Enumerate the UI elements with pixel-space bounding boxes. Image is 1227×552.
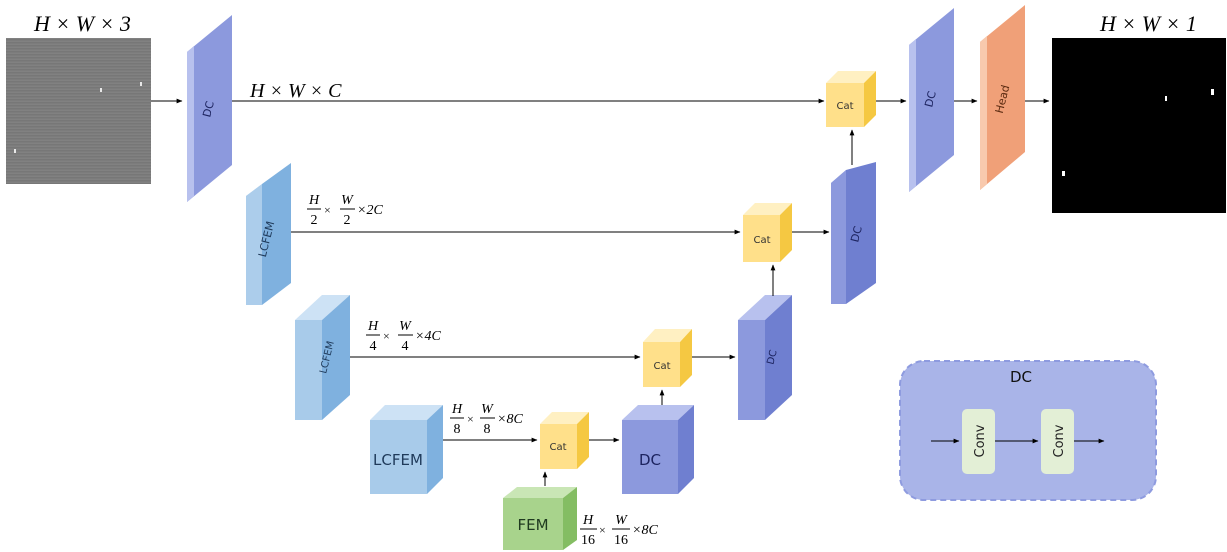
dim-denominator: 8 — [454, 422, 461, 437]
head-block: Head — [980, 5, 1025, 190]
dim-label-3: H 4 × W 4 ×4C — [366, 319, 441, 354]
dim-numerator: H — [582, 513, 594, 528]
times-sign: × — [467, 412, 474, 426]
lcfem-block-2: LCFEM — [295, 295, 350, 420]
output-image — [1052, 38, 1226, 213]
dim-denominator: 4 — [402, 339, 409, 354]
cat-block-3: Cat — [643, 329, 692, 387]
dim-tail: ×2C — [357, 203, 383, 218]
input-dim-label: H × W × 3 — [33, 11, 131, 36]
cat-block-1: Cat — [826, 71, 876, 127]
target-dot — [1165, 96, 1167, 101]
cat-label: Cat — [836, 101, 853, 112]
target-dot — [1062, 171, 1065, 176]
dim-tail: ×8C — [632, 523, 658, 538]
dim-denominator: 16 — [581, 533, 595, 548]
dc-label: DC — [765, 349, 779, 366]
dim-numerator: H — [367, 319, 379, 334]
target-dot — [100, 88, 102, 92]
cat-label: Cat — [549, 442, 566, 453]
dc-label: DC — [200, 99, 217, 118]
dim-label-4: H 8 × W 8 ×8C — [450, 402, 523, 437]
times-sign: × — [383, 329, 390, 343]
dim-label-2: H 2 × W 2 ×2C — [307, 193, 383, 228]
dim-denominator: 4 — [370, 339, 377, 354]
lcfem-block-1: LCFEM — [246, 163, 291, 305]
conv-label: Conv — [973, 424, 988, 457]
dc-block-1: DC — [187, 15, 232, 202]
dim-tail: ×4C — [415, 329, 441, 344]
connections — [151, 98, 1050, 486]
dim-denominator: 2 — [311, 213, 318, 228]
dc-block-5: DC — [909, 8, 954, 192]
dc-label: DC — [848, 224, 865, 243]
conv-box-2 — [1041, 409, 1074, 474]
dim-denominator: 16 — [614, 533, 628, 548]
dim-denominator: 8 — [484, 422, 491, 437]
fem-block: FEM — [503, 487, 577, 550]
dim-numerator: W — [399, 319, 412, 334]
target-dot — [1211, 89, 1214, 95]
cat-label: Cat — [753, 235, 770, 246]
dim-numerator: H — [308, 193, 320, 208]
legend-title: DC — [1010, 368, 1032, 386]
dim-numerator: W — [615, 513, 628, 528]
dc-label: DC — [922, 89, 939, 108]
times-sign: × — [599, 523, 606, 537]
output-dim-label: H × W × 1 — [1099, 11, 1197, 36]
lcfem-label: LCFEM — [373, 451, 423, 469]
dim-tail: ×8C — [497, 412, 523, 427]
times-sign: × — [324, 203, 331, 217]
dim-label-5: H 16 × W 16 ×8C — [580, 513, 658, 548]
conv-box-1 — [962, 409, 995, 474]
dim-numerator: W — [341, 193, 354, 208]
dc-legend: DC Conv Conv — [899, 360, 1157, 501]
dim-numerator: W — [481, 402, 494, 417]
fem-label: FEM — [517, 516, 548, 534]
lcfem-block-3: LCFEM — [370, 405, 443, 494]
dc-block-2: DC — [622, 405, 694, 494]
dim-label-1: H × W × C — [249, 80, 342, 102]
input-image — [6, 38, 151, 184]
target-dot — [140, 82, 142, 86]
dim-denominator: 2 — [344, 213, 351, 228]
cat-block-2: Cat — [743, 203, 792, 262]
dim-numerator: H — [451, 402, 463, 417]
target-dot — [14, 149, 16, 153]
dc-block-3: DC — [738, 295, 792, 420]
conv-label: Conv — [1052, 424, 1067, 457]
cat-block-4: Cat — [540, 412, 589, 469]
dc-block-4: DC — [831, 162, 876, 304]
dc-label: DC — [639, 451, 661, 469]
cat-label: Cat — [653, 361, 670, 372]
